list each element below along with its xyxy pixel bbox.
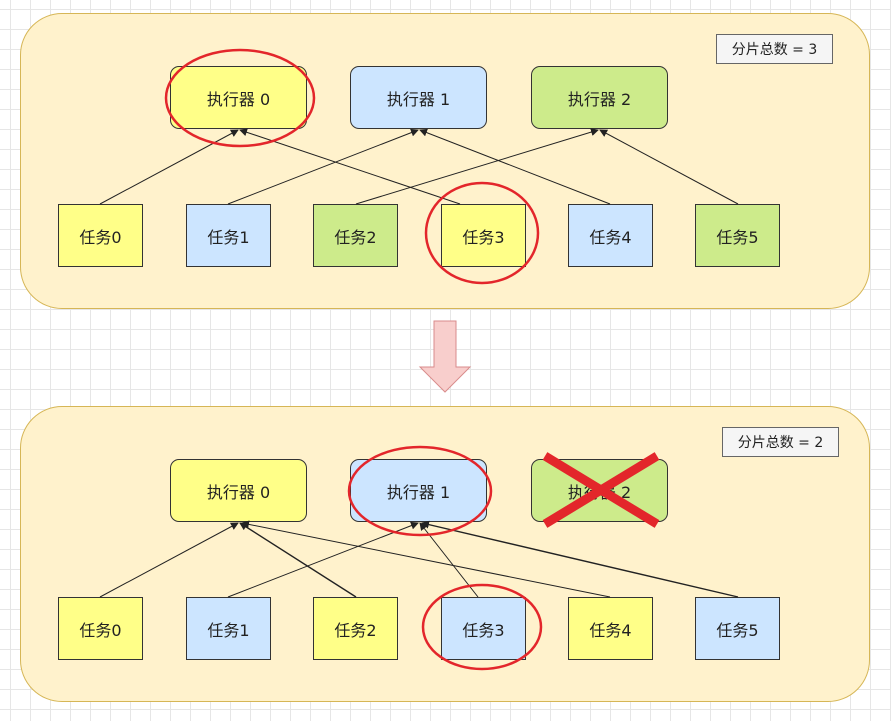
bottom-task-3: 任务3 <box>441 597 526 660</box>
bottom-task-0: 任务0 <box>58 597 143 660</box>
top-executor-0: 执行器 0 <box>170 66 307 129</box>
top-task-3: 任务3 <box>441 204 526 267</box>
bottom-executor-0: 执行器 0 <box>170 459 307 522</box>
bottom-executor-2-removed: 执行器 2 <box>531 459 668 522</box>
top-executor-1: 执行器 1 <box>350 66 487 129</box>
top-shard-total-label: 分片总数 = 3 <box>716 34 833 64</box>
bottom-task-1: 任务1 <box>186 597 271 660</box>
bottom-task-2: 任务2 <box>313 597 398 660</box>
bottom-task-5: 任务5 <box>695 597 780 660</box>
down-arrow-icon <box>418 320 472 393</box>
top-task-0: 任务0 <box>58 204 143 267</box>
bottom-executor-1: 执行器 1 <box>350 459 487 522</box>
top-executor-2: 执行器 2 <box>531 66 668 129</box>
bottom-shard-total-label: 分片总数 = 2 <box>722 427 839 457</box>
bottom-task-4: 任务4 <box>568 597 653 660</box>
top-task-4: 任务4 <box>568 204 653 267</box>
top-task-2: 任务2 <box>313 204 398 267</box>
top-task-1: 任务1 <box>186 204 271 267</box>
top-task-5: 任务5 <box>695 204 780 267</box>
